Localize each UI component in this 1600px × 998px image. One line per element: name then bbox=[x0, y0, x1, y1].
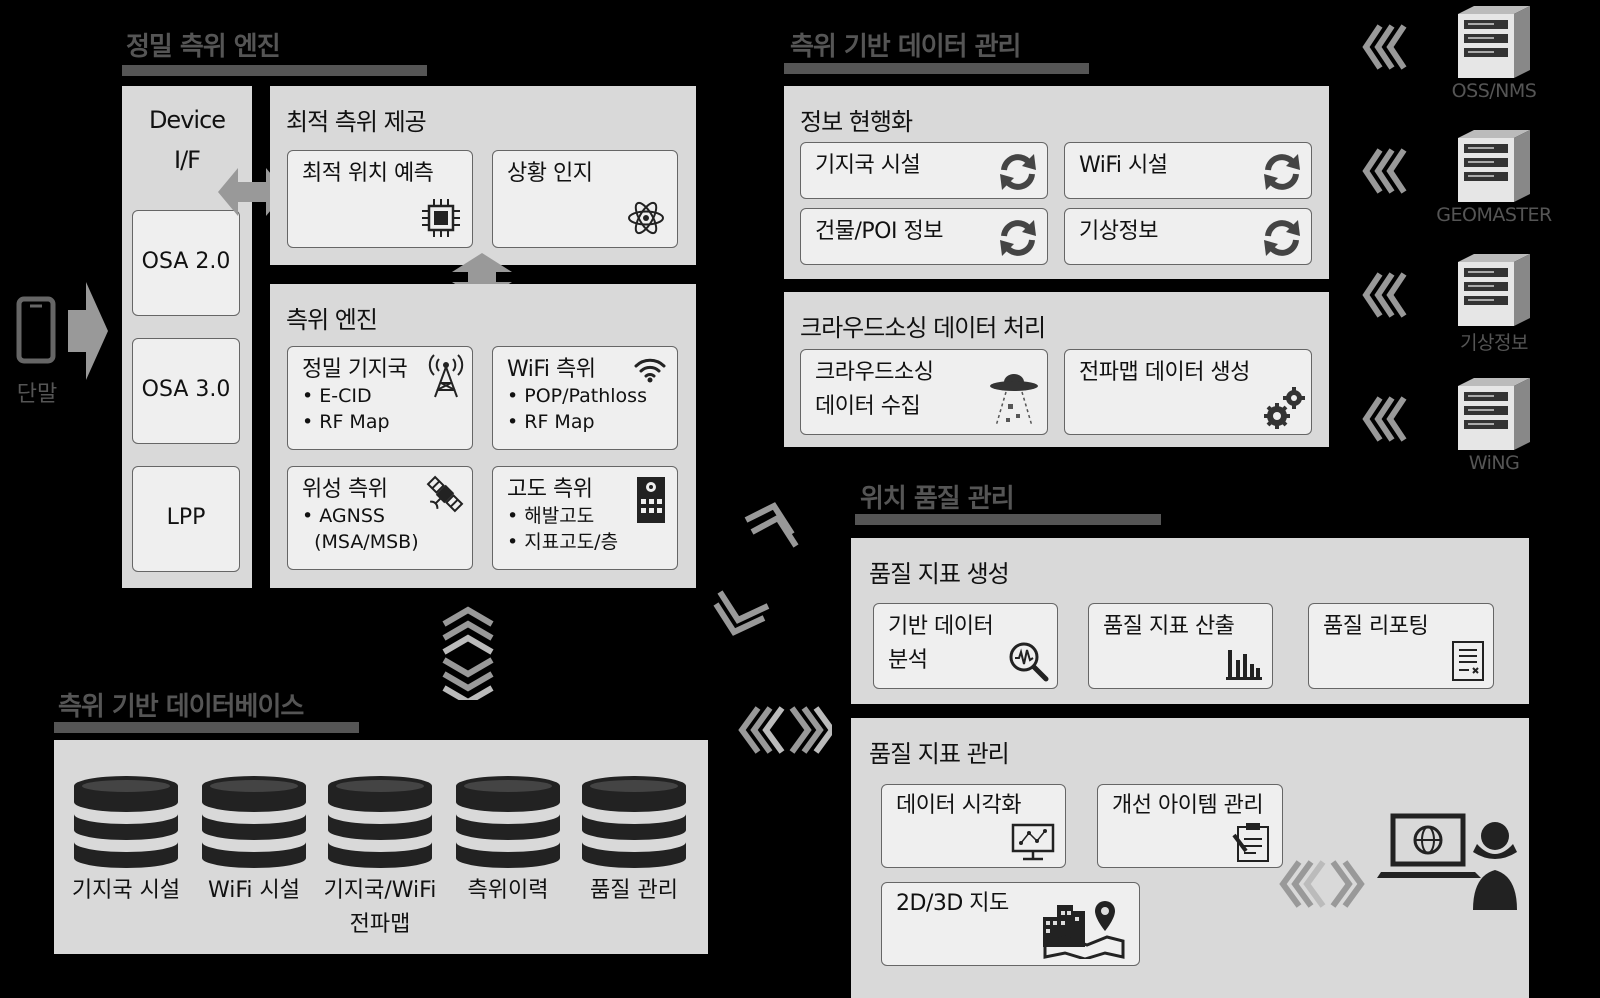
database-panel bbox=[54, 740, 708, 954]
engine-cell-tower-bullets: • E-CID • RF Map bbox=[302, 385, 390, 433]
db-label-history: 측위이력 bbox=[467, 878, 549, 903]
section-title-database: 측위 기반 데이터베이스 bbox=[58, 692, 304, 722]
refresh-icon bbox=[1264, 220, 1300, 256]
optimal-context-awareness: 상황 인지 bbox=[492, 150, 678, 248]
info-building-poi: 건물/POI 정보 bbox=[800, 208, 1048, 265]
operator-icon bbox=[1377, 813, 1517, 910]
bar-chart-icon bbox=[1226, 650, 1262, 680]
chevrons-down-left-icon bbox=[713, 590, 770, 636]
section-underline bbox=[784, 63, 1089, 74]
server-icon bbox=[1458, 6, 1530, 78]
crowd-panel: 크라우드소싱 데이터 처리 크라우드소싱 데이터 수집 전파맵 데이터 생성 bbox=[784, 292, 1329, 447]
positioning-engine-panel: 측위 엔진 정밀 기지국 • E-CID • RF Map WiFi 측위 • … bbox=[270, 284, 696, 588]
analysis-icon bbox=[1009, 642, 1049, 682]
chevrons-left-icon bbox=[1362, 148, 1407, 194]
chevrons-left-icon bbox=[1362, 272, 1407, 318]
quality-mgmt-panel: 품질 지표 관리 데이터 시각화 개선 아이템 관리 2D/3D 지도 bbox=[851, 718, 1529, 998]
quality-improvement-management: 개선 아이템 관리 bbox=[1097, 784, 1283, 868]
engine-altitude: 고도 측위 • 해발고도 • 지표고도/층 bbox=[492, 466, 678, 570]
engine-cell-tower: 정밀 기지국 • E-CID • RF Map bbox=[287, 346, 473, 450]
ufo-icon bbox=[990, 374, 1038, 427]
tower-icon bbox=[428, 354, 464, 398]
chip-icon bbox=[422, 199, 460, 237]
chevrons-vertical-icon bbox=[442, 606, 494, 700]
info-cell-facility: 기지국 시설 bbox=[800, 142, 1048, 199]
quality-gen-panel: 품질 지표 생성 기반 데이터 분석 품질 지표 산출 품질 리포팅 bbox=[851, 538, 1529, 704]
refresh-icon bbox=[1000, 220, 1036, 256]
arrow-right-icon bbox=[68, 282, 108, 380]
server-icon bbox=[1458, 378, 1530, 450]
engine-altitude-bullets: • 해발고도 • 지표고도/층 bbox=[507, 505, 619, 553]
crowd-radio-map-generation: 전파맵 데이터 생성 bbox=[1064, 349, 1312, 435]
atom-icon bbox=[628, 201, 664, 235]
chevrons-horizontal-icon bbox=[738, 706, 832, 754]
quality-data-visualization: 데이터 시각화 bbox=[881, 784, 1066, 868]
info-update-panel: 정보 현행화 기지국 시설 WiFi 시설 건물/POI 정보 기상정보 bbox=[784, 86, 1329, 279]
section-underline bbox=[122, 65, 427, 76]
chevrons-left-icon bbox=[1362, 24, 1407, 70]
section-title-quality: 위치 품질 관리 bbox=[860, 484, 1015, 514]
section-title-engine: 정밀 측위 엔진 bbox=[126, 32, 281, 62]
quality-2d3d-map: 2D/3D 지도 bbox=[881, 882, 1140, 966]
database-icon bbox=[328, 776, 432, 868]
bidirectional-arrow-icon bbox=[218, 168, 286, 216]
gears-icon bbox=[1264, 387, 1305, 429]
quality-index-calculation: 품질 지표 산출 bbox=[1088, 603, 1273, 689]
clipboard-icon bbox=[1232, 823, 1269, 862]
satellite-icon bbox=[426, 475, 464, 513]
server-label-wing: WiNG bbox=[1468, 452, 1520, 474]
engine-wifi: WiFi 측위 • POP/Pathloss • RF Map bbox=[492, 346, 678, 450]
wifi-icon bbox=[634, 358, 666, 383]
info-weather: 기상정보 bbox=[1064, 208, 1312, 265]
engine-wifi-bullets: • POP/Pathloss • RF Map bbox=[507, 385, 647, 433]
device-if-osa20: OSA 2.0 bbox=[132, 210, 240, 316]
db-label-cell-facility: 기지국 시설 bbox=[71, 878, 181, 903]
database-icon bbox=[456, 776, 560, 868]
db-label-radio-map: 기지국/WiFi 전파맵 bbox=[323, 878, 437, 937]
info-wifi-facility: WiFi 시설 bbox=[1064, 142, 1312, 199]
database-icon bbox=[74, 776, 178, 868]
database-icon bbox=[202, 776, 306, 868]
map-icon bbox=[1043, 901, 1125, 959]
report-icon bbox=[1452, 641, 1484, 681]
refresh-icon bbox=[1000, 154, 1036, 190]
engine-satellite: 위성 측위 • AGNSS (MSA/MSB) bbox=[287, 466, 473, 570]
device-if-lpp: LPP bbox=[132, 466, 240, 572]
server-icon bbox=[1458, 254, 1530, 326]
server-label-geomaster: GEOMASTER bbox=[1436, 204, 1552, 226]
db-label-quality: 품질 관리 bbox=[590, 878, 678, 903]
section-title-datamgmt: 측위 기반 데이터 관리 bbox=[790, 32, 1021, 62]
database-icon bbox=[582, 776, 686, 868]
engine-satellite-bullets: • AGNSS (MSA/MSB) bbox=[302, 505, 419, 553]
terminal-label: 단말 bbox=[16, 382, 58, 407]
server-label-oss: OSS/NMS bbox=[1451, 80, 1537, 102]
chevrons-up-right-icon bbox=[744, 502, 799, 548]
server-label-weather: 기상정보 bbox=[1460, 332, 1528, 354]
visualization-icon bbox=[1011, 823, 1055, 861]
optimal-location-prediction: 최적 위치 예측 bbox=[287, 150, 473, 248]
server-icon bbox=[1458, 130, 1530, 202]
optimal-panel: 최적 측위 제공 최적 위치 예측 상황 인지 bbox=[270, 86, 696, 265]
quality-reporting: 품질 리포팅 bbox=[1308, 603, 1494, 689]
db-label-wifi-facility: WiFi 시설 bbox=[207, 878, 301, 903]
device-if-panel: Device I/F OSA 2.0 OSA 3.0 LPP bbox=[122, 86, 252, 588]
section-underline bbox=[54, 722, 359, 733]
device-if-title: Device I/F bbox=[148, 106, 226, 174]
chevrons-horizontal-icon bbox=[1279, 860, 1365, 908]
refresh-icon bbox=[1264, 154, 1300, 190]
quality-base-analysis: 기반 데이터 분석 bbox=[873, 603, 1058, 689]
building-pin-icon bbox=[637, 477, 665, 523]
device-if-osa30: OSA 3.0 bbox=[132, 338, 240, 444]
phone-icon bbox=[16, 296, 56, 364]
chevrons-left-icon bbox=[1362, 396, 1407, 442]
section-underline bbox=[855, 514, 1161, 525]
